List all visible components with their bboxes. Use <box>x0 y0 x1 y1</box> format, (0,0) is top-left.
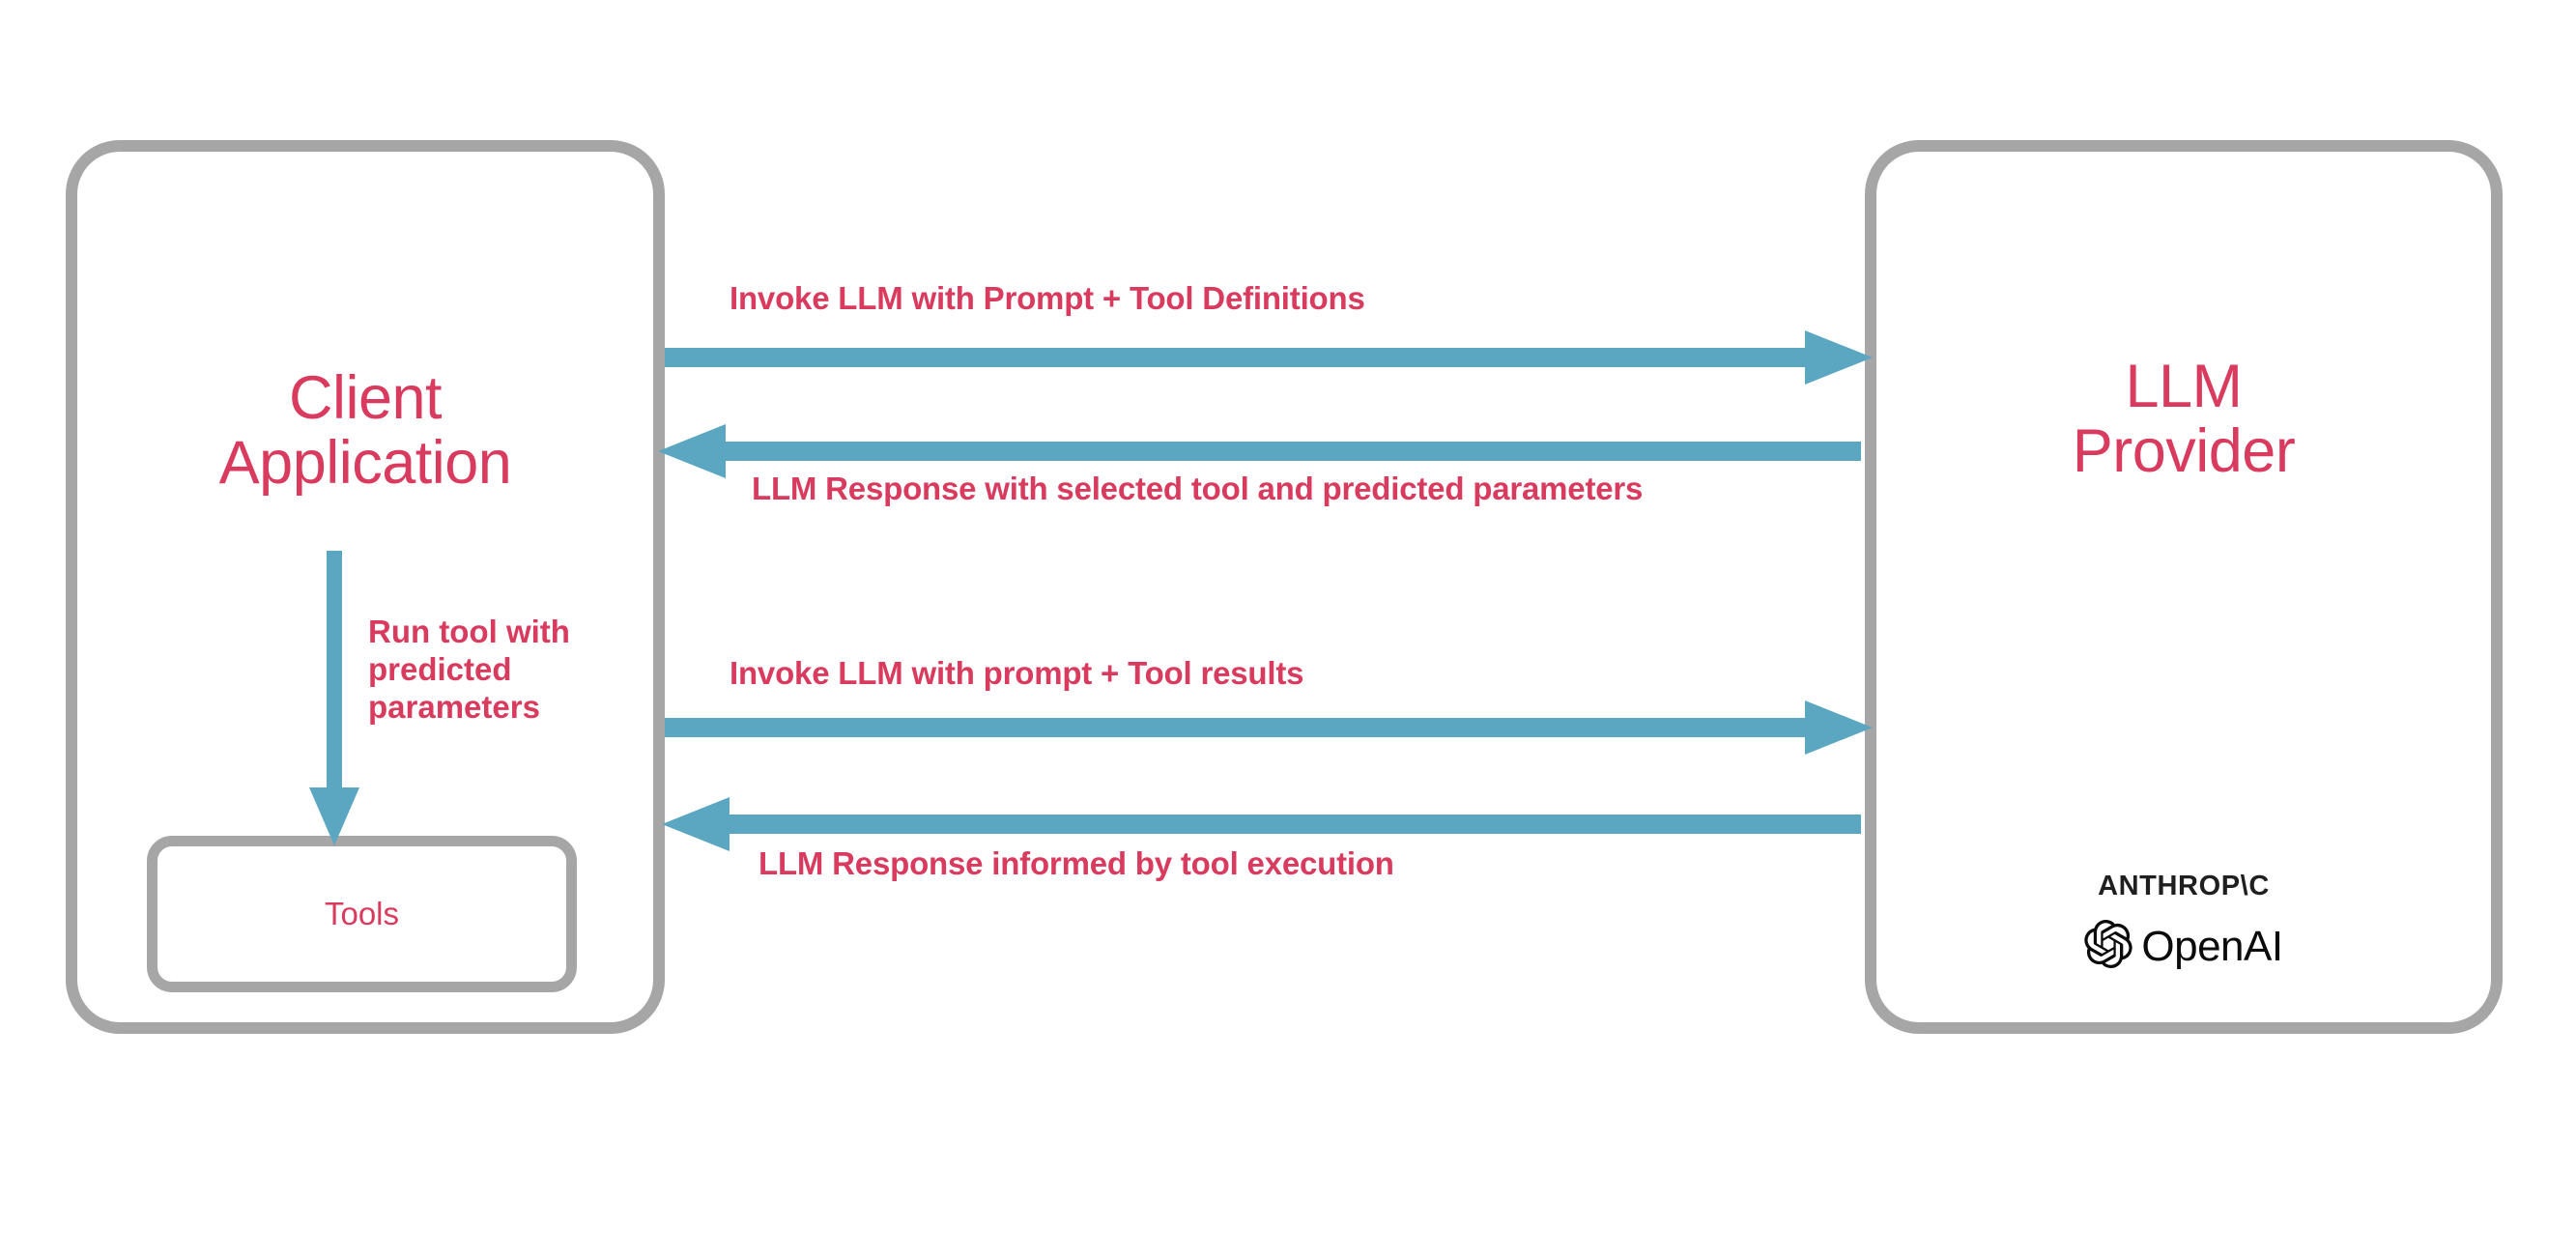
llm-provider-title: LLM Provider <box>2072 353 2296 485</box>
client-application-panel: Client Application Tools <box>66 140 665 1034</box>
run-tool-arrow <box>309 551 359 845</box>
flow-label-llm-response-execution: LLM Response informed by tool execution <box>758 845 1394 881</box>
flow-arrow-right-invoke-definitions <box>665 329 1873 386</box>
tools-box[interactable]: Tools <box>147 836 577 992</box>
openai-flower-icon <box>2084 920 2133 973</box>
run-tool-label: Run tool with predicted parameters <box>368 614 570 725</box>
flow-arrow-right-invoke-results <box>665 699 1873 757</box>
anthropic-logo: ANTHROP\C <box>2098 871 2270 901</box>
client-application-title: Client Application <box>218 364 512 497</box>
openai-logo-group: OpenAI <box>1876 920 2491 973</box>
flow-label-invoke-results: Invoke LLM with prompt + Tool results <box>730 655 1304 691</box>
flow-label-llm-response-tool: LLM Response with selected tool and pred… <box>752 471 1644 506</box>
flow-arrow-left-llm-response-execution <box>662 795 1861 853</box>
flow-label-invoke-definitions: Invoke LLM with Prompt + Tool Definition… <box>730 280 1365 316</box>
llm-provider-panel: LLM Provider ANTHROP\C OpenAI <box>1865 140 2503 1034</box>
tools-label: Tools <box>324 896 400 931</box>
openai-wordmark: OpenAI <box>2141 922 2283 970</box>
